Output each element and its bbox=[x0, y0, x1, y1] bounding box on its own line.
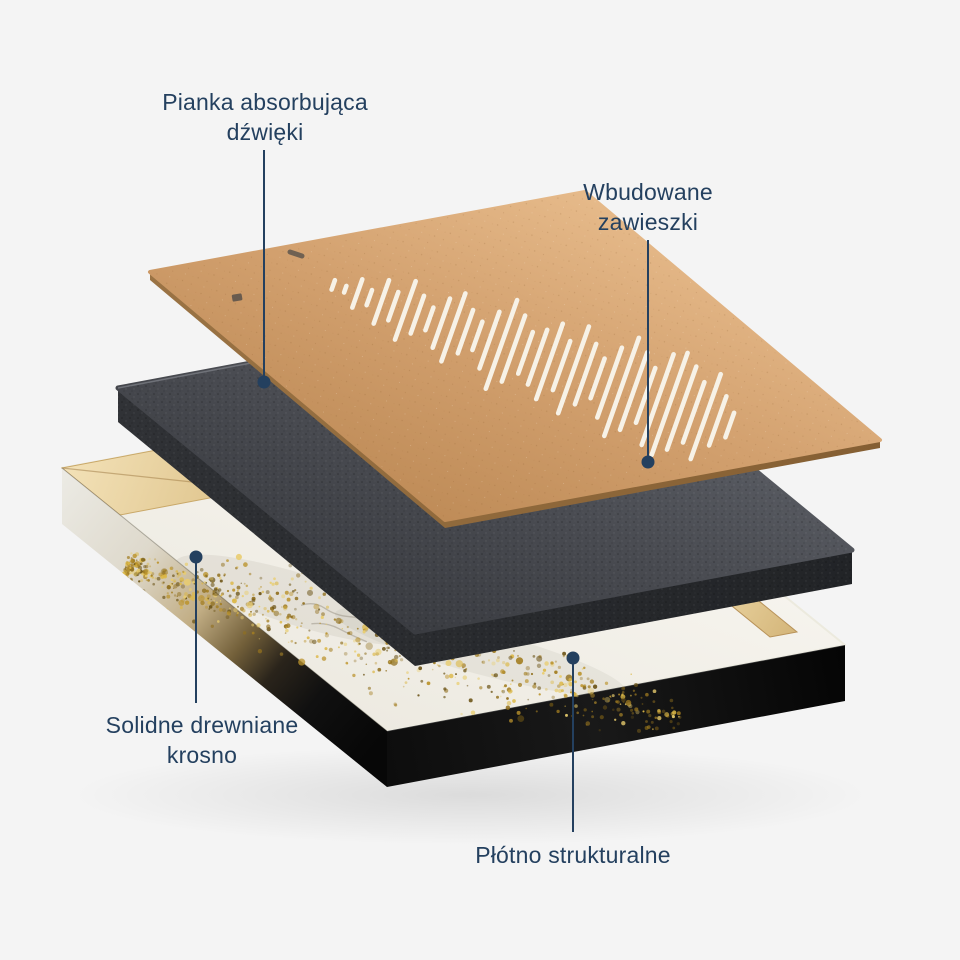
callout-foam-label: Pianka absorbująca dźwięki bbox=[162, 87, 368, 147]
soundwave-slot bbox=[341, 283, 349, 295]
callout-canvas-endpoint-dot bbox=[566, 651, 580, 665]
canvas-smudge bbox=[175, 554, 425, 646]
soundwave-slot bbox=[470, 319, 485, 353]
soundwave-slot bbox=[499, 313, 528, 384]
soundwave-slot bbox=[483, 297, 520, 392]
callout-canvas-label: Płótno strukturalne bbox=[475, 840, 671, 870]
soundwave-slot bbox=[633, 365, 658, 426]
callout-hangers-label: Wbudowane zawieszki bbox=[583, 177, 713, 237]
callout-foam-text-line2: dźwięki bbox=[226, 119, 304, 145]
callout-foam-endpoint-dot bbox=[257, 375, 271, 389]
canvas-fold-edge-left bbox=[61, 467, 388, 732]
callout-frame-text-line1: Solidne drewniane bbox=[105, 712, 299, 738]
callout-frame-leader-line bbox=[195, 557, 197, 703]
canvas-right-side bbox=[387, 645, 845, 787]
soundwave-slot bbox=[371, 277, 392, 326]
soundwave-slot bbox=[477, 309, 502, 371]
soundwave-slot bbox=[572, 341, 599, 407]
soundwave-slot bbox=[664, 364, 699, 452]
soundwave-slot bbox=[617, 350, 650, 433]
soundwave-slot bbox=[588, 356, 607, 401]
soundwave-slot bbox=[649, 350, 690, 458]
soundwave-slot bbox=[329, 277, 338, 292]
soundwave-slot bbox=[680, 379, 707, 445]
callout-frame-label: Solidne drewniane krosno bbox=[106, 710, 299, 770]
canvas-left-side bbox=[62, 468, 387, 787]
soundwave-slot bbox=[385, 289, 401, 323]
soundwave-slot bbox=[515, 329, 536, 376]
callout-frame-endpoint-dot bbox=[189, 550, 203, 564]
soundwave-slot bbox=[533, 321, 566, 402]
callout-foam-leader-line bbox=[263, 150, 265, 376]
soundwave-slot bbox=[555, 324, 592, 416]
soundwave-slot bbox=[601, 335, 642, 439]
foam-right-side-texture bbox=[415, 550, 852, 666]
callout-hangers-text-line1: Wbudowane bbox=[583, 179, 713, 205]
soundwave-slot bbox=[455, 307, 476, 356]
soundwave-slot bbox=[594, 345, 625, 420]
gold-glitter-band bbox=[120, 552, 682, 733]
canvas-fold-edge-right bbox=[386, 644, 846, 732]
soundwave-slot bbox=[439, 291, 468, 364]
foam-left-side-texture bbox=[118, 388, 415, 666]
hanger-keyhole-mark bbox=[231, 293, 243, 302]
soundwave-slot bbox=[706, 393, 729, 448]
callout-canvas-leader-line bbox=[572, 658, 574, 832]
perforated-board-layer bbox=[148, 190, 882, 528]
soundwave-slot bbox=[525, 327, 550, 387]
soundwave-slot bbox=[550, 338, 573, 393]
ground-shadow bbox=[70, 745, 870, 845]
soundwave-slot bbox=[423, 305, 436, 333]
hanger-keyhole-mark bbox=[287, 249, 305, 259]
soundwave-slot bbox=[364, 287, 375, 308]
soundwave-slot bbox=[430, 296, 453, 351]
callout-frame-text-line2: krosno bbox=[166, 742, 238, 768]
soundwave-slot bbox=[392, 278, 419, 342]
callout-hangers-endpoint-dot bbox=[641, 455, 655, 469]
callout-hangers-text-line2: zawieszki bbox=[597, 209, 699, 235]
callout-hangers-leader-line bbox=[647, 240, 649, 462]
soundwave-slot bbox=[349, 276, 365, 310]
callout-foam-text-line1: Pianka absorbująca bbox=[162, 89, 368, 115]
soundwave-slot bbox=[688, 371, 724, 462]
callout-canvas-text-line1: Płótno strukturalne bbox=[475, 842, 671, 868]
soundwave-slot bbox=[408, 293, 427, 336]
soundwave-slot bbox=[723, 410, 737, 440]
